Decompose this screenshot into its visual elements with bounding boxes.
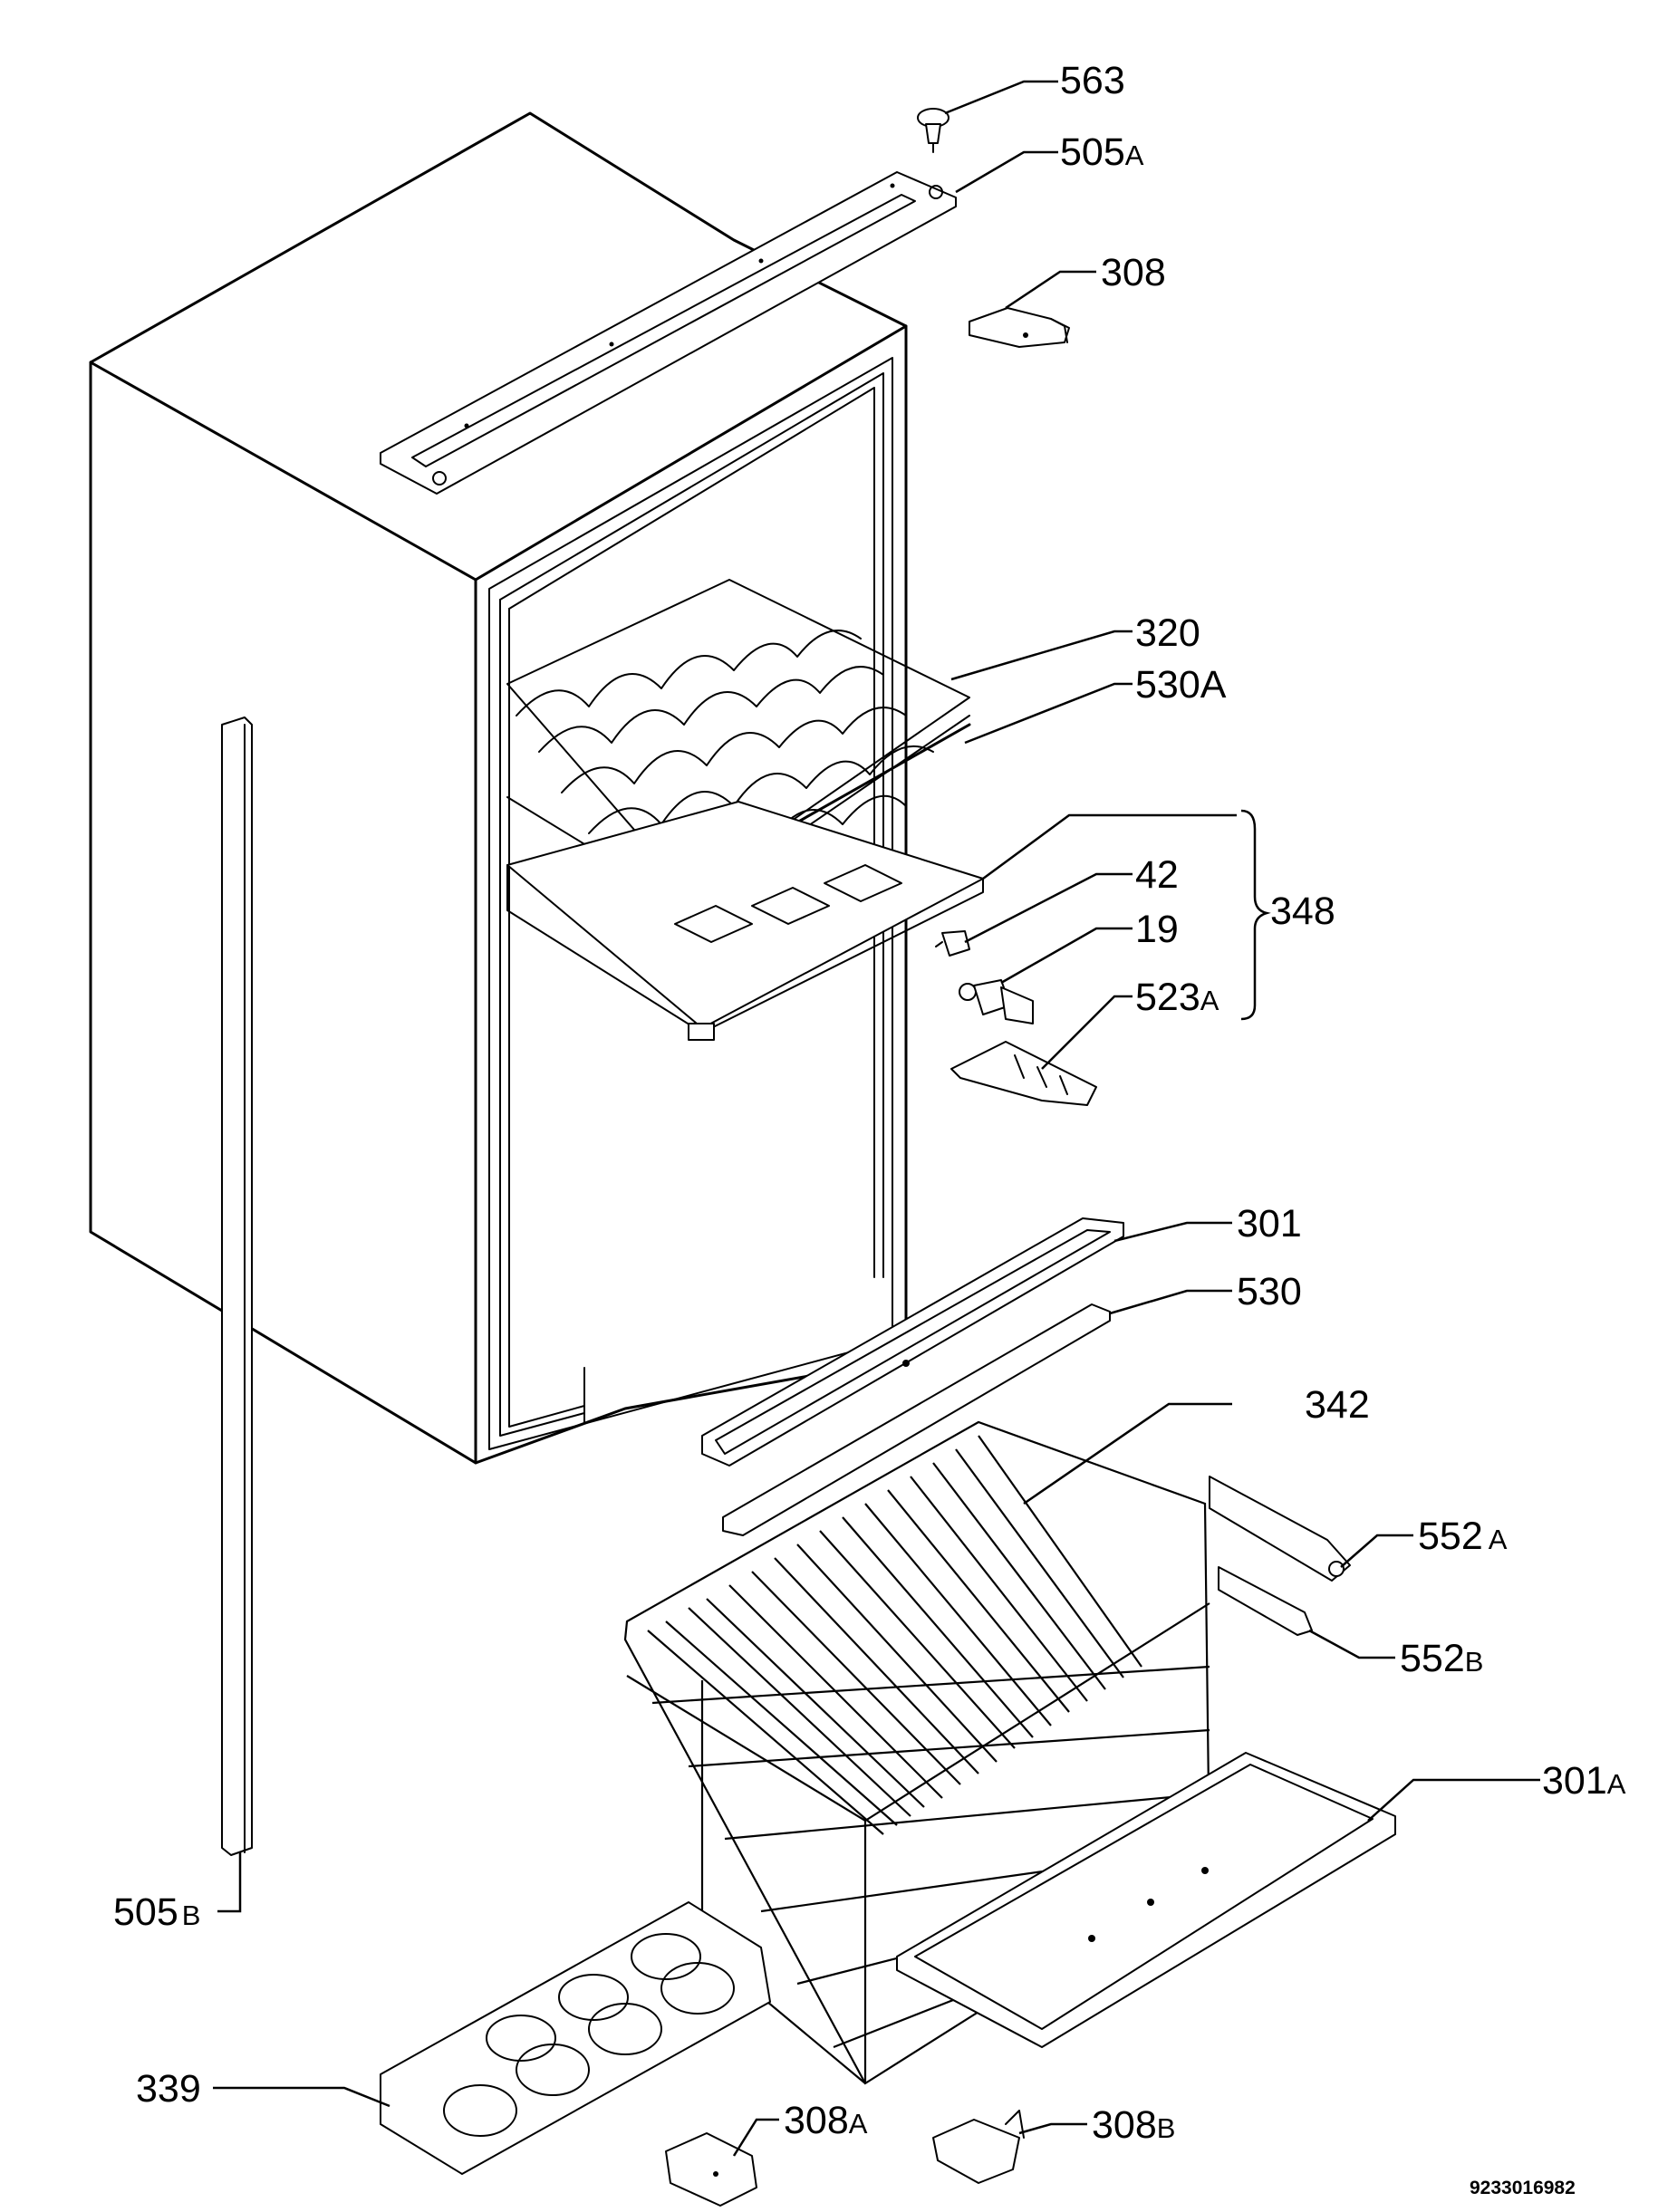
part-563-screw — [917, 108, 949, 153]
part-505B-side-trim — [221, 716, 253, 1856]
part-301A-bottom-tray — [896, 1752, 1396, 2048]
label-348: 348 — [1270, 890, 1335, 933]
label-339: 339 — [136, 2067, 201, 2111]
label-308B: 308B — [1092, 2103, 1175, 2147]
part-505A-top-strip — [380, 171, 957, 495]
label-320: 320 — [1135, 611, 1200, 655]
part-308B-hinge — [932, 2110, 1025, 2184]
cabinet — [89, 111, 908, 1465]
label-530: 530 — [1237, 1270, 1302, 1313]
label-301: 301 — [1237, 1202, 1302, 1245]
part-301-tray — [701, 1217, 1124, 1467]
label-308A: 308A — [784, 2099, 868, 2142]
part-308A-hinge — [665, 2132, 757, 2207]
part-42-lamp-holder — [935, 930, 970, 957]
bracket-348 — [1240, 809, 1271, 1021]
part-552A-runner — [1209, 1476, 1351, 1582]
label-42: 42 — [1135, 853, 1179, 897]
label-530A: 530A — [1135, 663, 1227, 707]
label-308: 308 — [1101, 251, 1166, 294]
part-339-bottle-holder — [380, 1901, 771, 2175]
label-563: 563 — [1060, 59, 1125, 102]
label-342: 342 — [1305, 1383, 1370, 1427]
label-505A: 505A — [1060, 130, 1144, 174]
part-552B-runner — [1218, 1566, 1313, 1636]
label-19: 19 — [1135, 908, 1179, 951]
part-19-bulb — [959, 979, 1034, 1024]
part-308-hinge — [969, 307, 1070, 348]
label-552B: 552B — [1400, 1637, 1483, 1680]
leader-lines — [213, 80, 1540, 2157]
part-530-trim — [722, 1303, 1111, 1536]
document-number: 9233016982 — [1470, 2178, 1576, 2198]
part-523A-lamp-cover — [950, 1041, 1097, 1106]
part-labels: 563 505A 308 320 530A 348 42 19 523A 301… — [113, 59, 1626, 2198]
label-523A: 523A — [1135, 976, 1219, 1019]
label-301A: 301A — [1542, 1759, 1626, 1803]
